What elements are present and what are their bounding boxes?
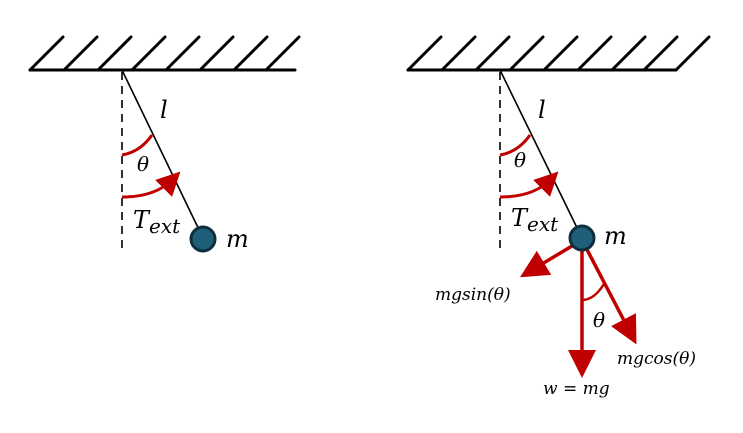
right-mass-label: m [604, 222, 627, 250]
left-pendulum: l θ Text m [28, 35, 301, 253]
force-angle-label: θ [593, 308, 605, 332]
force-angle-arc [581, 283, 606, 302]
left-angle-label: θ [137, 152, 149, 176]
right-pendulum-rod [499, 69, 583, 239]
normal-force-label: mgcos(θ) [617, 349, 696, 369]
right-ceiling [406, 35, 711, 72]
left-ceiling [28, 35, 301, 72]
weight-label: w = mg [543, 379, 610, 399]
right-pendulum: l θ Text m mgsin(θ) θ mgcos(θ) w = mg [406, 35, 711, 399]
left-pendulum-rod [121, 69, 204, 239]
normal-force-arrow [580, 239, 637, 345]
right-torque-label: Text [511, 204, 559, 236]
left-torque-arrow [121, 171, 181, 199]
left-torque-label: Text [133, 206, 181, 238]
right-angle-arc [499, 134, 532, 157]
right-torque-arrow [499, 171, 559, 199]
right-pendulum-bob [568, 224, 596, 252]
left-length-label: l [160, 96, 168, 124]
right-angle-label: θ [514, 148, 526, 172]
left-mass-label: m [226, 225, 249, 253]
left-angle-arc [121, 134, 154, 157]
tangential-force-label: mgsin(θ) [435, 285, 511, 305]
right-length-label: l [538, 96, 546, 124]
left-pendulum-bob [189, 225, 217, 253]
